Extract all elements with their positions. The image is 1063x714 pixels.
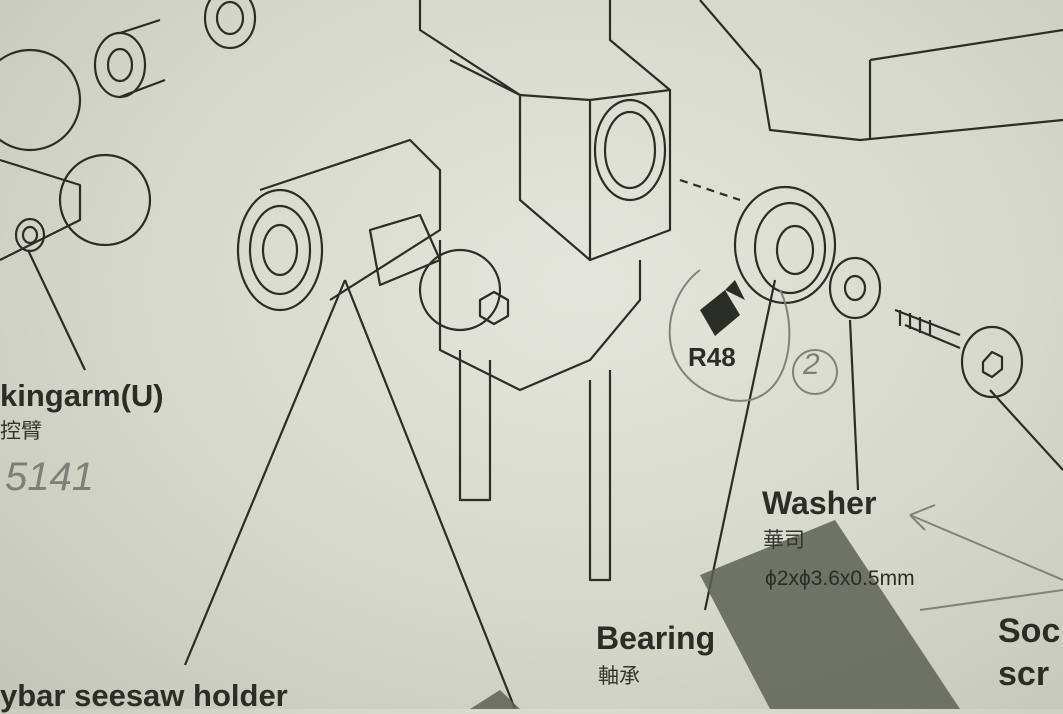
handwritten-quantity: 2 xyxy=(803,348,820,381)
flange-bearing xyxy=(733,185,837,305)
washer-cn-label: 華司 xyxy=(763,529,805,552)
socket-screw-label-2: scr xyxy=(998,655,1050,693)
socket-screw xyxy=(894,308,1024,399)
pencil-annotations xyxy=(668,269,1063,611)
seesaw-holder-block xyxy=(236,0,741,582)
washer-label: Washer xyxy=(762,485,877,521)
washer-spec: ϕ2xϕ3.6x0.5mm xyxy=(765,567,915,590)
bearing-cn-label: 軸承 xyxy=(598,665,640,688)
bearing-top-left xyxy=(93,0,257,99)
r48-label: R48 xyxy=(688,342,736,372)
tape-strip-bottom xyxy=(470,690,520,709)
glue-bottle-icon xyxy=(700,280,745,336)
socket-screw-label-1: Soc xyxy=(998,612,1061,650)
bearing-label: Bearing xyxy=(596,620,716,656)
top-plate xyxy=(699,0,1063,142)
handwritten-part-number: 5141 xyxy=(5,455,94,499)
leader-lines xyxy=(183,279,1063,709)
tape-strip xyxy=(700,520,960,709)
rocking-arm-label: kingarm(U) xyxy=(0,378,164,413)
seesaw-holder-label: ybar seesaw holder xyxy=(0,678,288,713)
rocking-arm-cn-label: 控臂 xyxy=(0,420,42,443)
washer xyxy=(828,256,882,320)
rocking-arm xyxy=(0,48,152,371)
